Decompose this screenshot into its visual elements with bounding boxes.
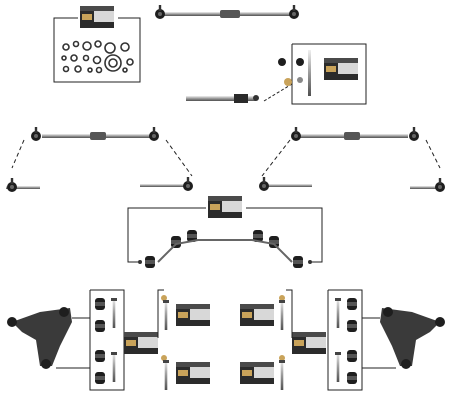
left-control-arm-bushing-kit bbox=[7, 289, 210, 391]
inner-tie-rod-end-right bbox=[259, 177, 312, 191]
washer-set bbox=[61, 40, 134, 74]
control-arm-left bbox=[7, 307, 72, 369]
steering-damper-kit bbox=[186, 43, 367, 105]
control-arm-right bbox=[380, 307, 445, 369]
right-center-tie-rod-assembly bbox=[259, 127, 445, 192]
inner-tie-rod-end-left bbox=[140, 177, 193, 191]
outer-tie-rod-end-right bbox=[410, 178, 445, 192]
right-control-arm-bushing-kit bbox=[240, 289, 445, 391]
steering-tie-rod bbox=[155, 5, 299, 19]
stabilizer-bar-kit bbox=[127, 196, 323, 268]
outer-tie-rod-end-left bbox=[6, 178, 40, 192]
bearing-kit bbox=[53, 6, 141, 83]
left-center-tie-rod-assembly bbox=[6, 127, 193, 192]
